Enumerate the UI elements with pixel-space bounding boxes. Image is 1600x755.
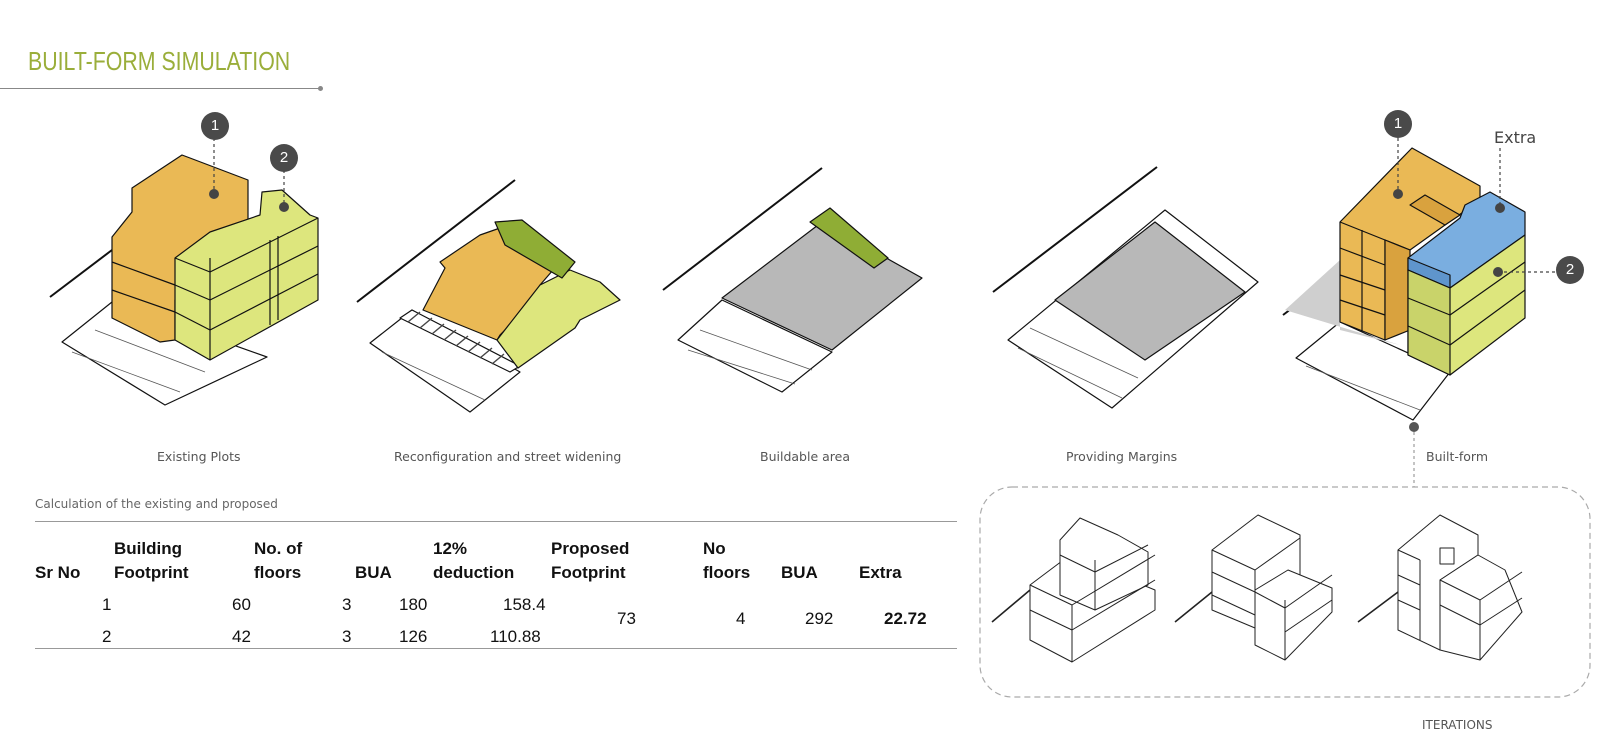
iteration-1 [991,517,1156,663]
marker-number: 2 [279,149,289,166]
stage1-markers [209,138,289,212]
marker-number: 2 [1565,261,1575,278]
header-bua: BUA [355,561,392,585]
caption-built-form: Built-form [1426,449,1488,464]
reconfigured-plot-2 [496,269,621,369]
row1-bua: 180 [399,595,428,614]
built-form-shadow [1285,260,1400,345]
merged-bua: 292 [805,609,834,628]
header-text: No. of [254,539,303,558]
header-text: Proposed [551,539,630,558]
row1-footprint: 60 [232,595,251,614]
margin-grey [1054,221,1246,361]
marker-2-stage5: 2 [1556,256,1584,284]
header-text: Extra [859,563,902,582]
caption-buildable-area: Buildable area [760,449,850,464]
header-text: BUA [781,563,818,582]
header-sr-no: Sr No [35,561,80,585]
iterations-box [979,486,1591,698]
row2-floors: 3 [342,627,352,646]
header-text: Building [114,539,182,558]
buildable-grey [721,221,923,351]
table-caption: Calculation of the existing and proposed [35,497,278,511]
marker-number: 1 [210,117,220,134]
header-text: Footprint [114,563,189,582]
header-text: floors [254,563,302,582]
iterations-label: ITERATIONS [1422,718,1493,732]
caption-providing-margins: Providing Margins [1066,449,1178,464]
marker-2-stage1: 2 [270,144,298,172]
marker-number: 1 [1393,115,1403,132]
row2-deduction: 110.88 [490,627,541,646]
header-text: Footprint [551,563,626,582]
header-text: No [703,539,726,558]
header-text: Sr No [35,563,81,582]
header-text: BUA [355,563,392,582]
existing-building-2 [174,189,319,361]
header-text: 12% [433,539,468,558]
stage-buildable-area [662,167,923,393]
header-extra: Extra [859,561,902,585]
row2-footprint: 42 [232,627,251,646]
header-text: floors [703,563,751,582]
row1-floors: 3 [342,595,352,614]
marker-extra-label: Extra [1494,128,1537,147]
header-bua-proposed: BUA [781,561,818,585]
stage-built-form [1282,147,1526,421]
stage5-markers [1393,138,1558,487]
iteration-3 [1357,514,1523,661]
row2-bua: 126 [399,627,428,646]
title-underline [0,88,320,89]
buildable-green [809,207,889,269]
table-top-rule [35,521,957,522]
header-text: deduction [433,563,515,582]
stage-providing-margins [992,166,1259,409]
table-bottom-rule [35,648,957,649]
merged-no-floors: 4 [736,609,746,628]
header-12-deduction: 12% deduction [433,537,514,585]
row1-sr: 1 [102,595,112,614]
iteration-2 [1174,514,1333,661]
stage-existing-plots [49,154,319,406]
marker-1-stage1: 1 [201,112,229,140]
row2-sr: 2 [102,627,112,646]
merged-extra: 22.72 [884,609,927,628]
stage-reconfiguration [356,179,621,413]
header-no-of-floors: No. of floors [254,537,302,585]
header-no-floors: No floors [703,537,750,585]
page-title: BUILT-FORM SIMULATION [28,46,291,76]
caption-reconfiguration: Reconfiguration and street widening [394,449,622,464]
caption-existing-plots: Existing Plots [157,449,241,464]
marker-1-stage5: 1 [1384,110,1412,138]
title-underline-dot [318,86,323,91]
merged-proposed-footprint: 73 [617,609,636,628]
reconfigured-green [494,219,576,279]
row1-deduction: 158.4 [503,595,546,614]
